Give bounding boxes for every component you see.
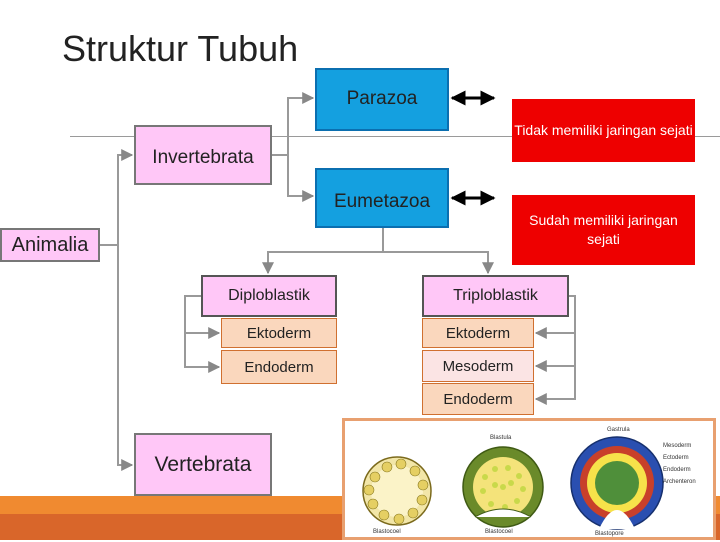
triplo-mesoderm-box: Mesoderm (422, 350, 534, 382)
triplo-ektoderm-box: Ektoderm (422, 318, 534, 348)
eumetazoa-to-triplo (383, 251, 494, 275)
archenteron-label: Archenteron (663, 479, 696, 485)
endoderm-label: Endoderm (663, 467, 691, 473)
embryo-drawing: Blastocoel Blastula Blastocoel Gastrula … (362, 427, 696, 537)
triplo-to-ektoderm (534, 295, 576, 339)
sudah-jaringan-note: Sudah memiliki jaringan sejati (512, 195, 695, 265)
blastopore-label: Blastopore (595, 531, 624, 537)
animalia-to-vertebrata (117, 245, 134, 471)
eumetazoa-to-diplo (262, 228, 384, 275)
gastrula-sphere (570, 436, 664, 530)
diplo-endoderm-box: Endoderm (221, 350, 337, 384)
gastrula-label: Gastrula (607, 427, 630, 433)
invertebrata-box: Invertebrata (134, 125, 272, 185)
title-divider (70, 136, 720, 137)
invert-to-eumetazoa (287, 155, 315, 202)
ectoderm-label: Ectoderm (663, 455, 689, 461)
diplo-ektoderm-box: Ektoderm (221, 318, 337, 348)
tidak-jaringan-note: Tidak memiliki jaringan sejati (512, 99, 695, 162)
animalia-to-invertebrata (100, 149, 134, 246)
triploblastik-box: Triploblastik (422, 275, 569, 317)
triplo-endoderm-box: Endoderm (422, 383, 534, 415)
animalia-box: Animalia (0, 228, 100, 262)
diploblastik-box: Diploblastik (201, 275, 337, 317)
blastula-sphere (462, 446, 544, 528)
eumetazoa-box: Eumetazoa (315, 168, 449, 228)
blastula-label: Blastula (490, 435, 512, 441)
triplo-to-mesoderm (534, 333, 576, 372)
diplo-to-endoderm (184, 333, 221, 373)
diplo-to-ektoderm (184, 295, 221, 339)
vertebrata-box: Vertebrata (134, 433, 272, 496)
mesoderm-label: Mesoderm (663, 443, 691, 449)
parazoa-box: Parazoa (315, 68, 449, 131)
morula-sphere (362, 456, 432, 526)
embryo-illustration: Blastocoel Blastula Blastocoel Gastrula … (342, 418, 716, 540)
invert-to-parazoa (272, 92, 315, 156)
blastocoel-label-1: Blastocoel (373, 529, 401, 535)
blastocoel-label-2: Blastocoel (485, 529, 513, 535)
triplo-to-endoderm (534, 366, 576, 405)
slide-title: Struktur Tubuh (62, 28, 299, 69)
